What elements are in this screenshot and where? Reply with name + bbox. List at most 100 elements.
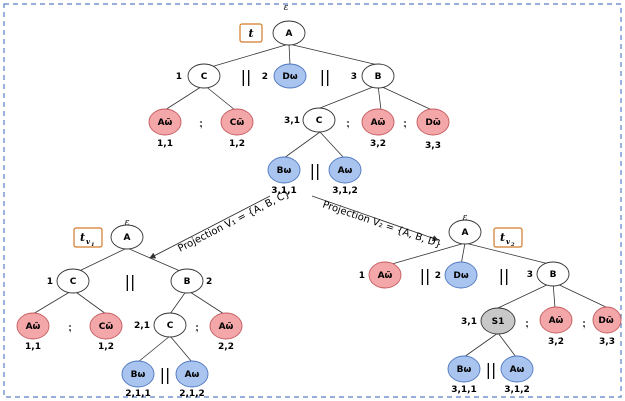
left-c21-node <box>153 312 187 338</box>
dashed-border <box>3 3 622 398</box>
right-a1-node <box>368 261 402 289</box>
top-parallel-2: || <box>320 67 331 86</box>
left-tag-subsub: 1 <box>91 242 94 248</box>
right-parallel-3: || <box>486 360 497 379</box>
right-b3-index: 3 <box>527 270 533 280</box>
top-interleave-1: ⨟ <box>199 116 203 131</box>
top-dw-label: Dω <box>282 72 297 82</box>
left-tag-base: t <box>80 231 85 244</box>
right-root-node <box>448 219 482 245</box>
left-epsilon: ε <box>125 218 130 228</box>
right-b3-label: B <box>550 270 557 280</box>
left-parallel-1: || <box>125 272 136 291</box>
left-c21-label: C <box>167 321 174 331</box>
left-b2-node <box>170 268 204 294</box>
right-d2-node <box>444 261 478 289</box>
top-a312-index: 3,1,2 <box>332 186 358 196</box>
top-tree-edges <box>164 43 433 159</box>
top-root-label: A <box>286 29 293 39</box>
top-tag-box <box>239 23 263 43</box>
right-b311-node <box>447 355 481 383</box>
right-a32-index: 3,2 <box>548 337 564 347</box>
right-d33-node <box>592 306 622 334</box>
right-b311-index: 3,1,1 <box>451 385 477 395</box>
right-s31-label: S1 <box>492 317 505 327</box>
left-a22-node <box>209 312 243 340</box>
right-a1-index: 1 <box>359 271 365 281</box>
projection-arrow-right <box>311 195 439 242</box>
left-interleave-2: ⨟ <box>195 320 199 335</box>
top-dw-node <box>273 63 307 89</box>
top-dw-index: 2 <box>262 72 268 82</box>
right-b3-node <box>536 261 570 287</box>
top-c1-label: C <box>201 72 208 82</box>
right-a312-index: 3,1,2 <box>504 385 530 395</box>
left-a212-node <box>175 360 209 388</box>
top-interleave-3: ⨟ <box>403 116 407 131</box>
left-root-node <box>110 224 144 250</box>
left-c1-node <box>56 268 90 294</box>
left-a212-label: Aω <box>185 370 200 380</box>
left-parallel-2: || <box>160 365 171 384</box>
right-a312-node <box>500 355 534 383</box>
top-b311-index: 3,1,1 <box>271 186 297 196</box>
top-b311-node <box>267 156 301 184</box>
right-s31-node <box>480 307 516 335</box>
projection-label-right: Projection V₂ = {A, B, D} <box>321 199 443 250</box>
left-a11-index: 1,1 <box>25 342 41 352</box>
top-a312-node <box>328 156 362 184</box>
top-b3-index: 3 <box>351 72 357 82</box>
top-d33-label: Dω̃ <box>425 117 440 128</box>
right-a312-label: Aω <box>510 365 525 375</box>
right-a32-node <box>539 306 573 334</box>
left-b2-index: 2 <box>206 277 212 287</box>
left-c12-label: Cω̃ <box>99 321 114 332</box>
right-parallel-1: || <box>420 266 431 285</box>
top-a11-node <box>148 108 182 136</box>
right-d2-index: 2 <box>435 271 441 281</box>
right-interleave-1: ⨟ <box>525 316 529 331</box>
top-epsilon: ε <box>284 3 289 13</box>
right-epsilon: ε <box>463 213 468 223</box>
right-d33-index: 3,3 <box>599 337 615 347</box>
left-c21-index: 2,1 <box>134 321 150 331</box>
right-root-label: A <box>462 228 469 238</box>
top-c1-node <box>187 63 221 89</box>
top-c31-index: 3,1 <box>284 116 300 126</box>
left-interleave-1: ⨟ <box>68 320 72 335</box>
top-a11-index: 1,1 <box>157 139 173 149</box>
right-tag-subsub: 2 <box>510 242 515 248</box>
top-root-node <box>272 20 306 46</box>
left-a11-label: Aω̃ <box>26 321 41 332</box>
left-b211-index: 2,1,1 <box>125 389 151 399</box>
right-a1-label: Aω̃ <box>378 270 393 281</box>
left-tag-sub: v <box>86 237 91 246</box>
top-a32-index: 3,2 <box>370 139 386 149</box>
right-tag-base: t <box>500 231 505 244</box>
top-b311-label: Bω <box>277 166 292 176</box>
top-c12-node <box>220 108 254 136</box>
top-a32-label: Aω̃ <box>371 117 386 128</box>
right-tree-edges <box>384 242 609 358</box>
top-a312-label: Aω <box>338 166 353 176</box>
left-b211-label: Bω <box>131 370 146 380</box>
left-c1-label: C <box>70 277 77 287</box>
right-tag-sub: v <box>506 237 511 246</box>
top-tag-label: t <box>248 27 253 40</box>
left-root-label: A <box>124 233 131 243</box>
top-c12-index: 1,2 <box>229 139 245 149</box>
left-tree-edges <box>32 247 225 363</box>
projection-label-left: Projection V₁ = {A, B, C} <box>176 188 292 254</box>
left-a22-index: 2,2 <box>218 342 234 352</box>
right-d33-label: Dω̃ <box>598 315 613 326</box>
top-interleave-2: ⨟ <box>346 116 350 131</box>
left-a212-index: 2,1,2 <box>179 389 205 399</box>
top-b3-label: B <box>375 72 382 82</box>
top-parallel-3: || <box>310 161 321 180</box>
left-b2-label: B <box>184 277 191 287</box>
right-s31-index: 3,1 <box>461 317 477 327</box>
top-b3-node <box>361 63 395 89</box>
top-c1-index: 1 <box>176 72 182 82</box>
top-c12-label: Cω̃ <box>230 117 245 128</box>
